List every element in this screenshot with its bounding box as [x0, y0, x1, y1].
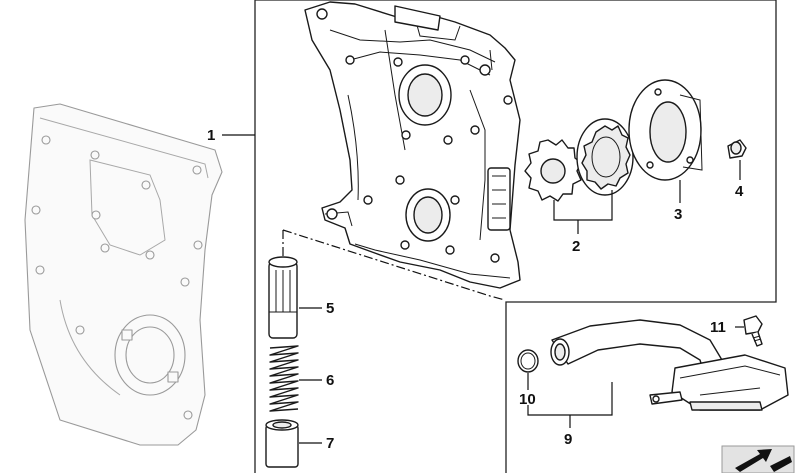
callout-7: 7 — [326, 435, 334, 452]
callout-9: 9 — [564, 431, 572, 448]
callout-11: 11 — [710, 319, 726, 336]
piston-part — [268, 256, 298, 339]
callout-4: 4 — [735, 183, 744, 200]
navigation-arrow-icon[interactable] — [721, 445, 795, 473]
compression-spring-part — [269, 345, 299, 412]
bolt-part — [743, 315, 763, 347]
timing-case-cover-ghost — [24, 103, 223, 446]
callout-3: 3 — [674, 206, 682, 223]
callout-2: 2 — [572, 238, 580, 255]
callout-6: 6 — [326, 372, 334, 389]
sleeve-part — [265, 419, 299, 468]
leader-lines — [222, 134, 744, 444]
screw-part — [727, 139, 747, 159]
callout-5: 5 — [326, 300, 334, 317]
alignment-line — [282, 229, 506, 301]
oil-pump-cover — [628, 79, 703, 181]
oil-pump-rotor-set — [524, 118, 634, 202]
callout-10: 10 — [519, 391, 536, 408]
assembly-frame — [254, 0, 777, 473]
oil-pump-housing — [304, 1, 521, 289]
callout-1: 1 — [207, 127, 215, 144]
callout-labels: 1 2 3 4 5 6 7 9 10 11 — [207, 127, 744, 452]
oil-intake-pipe-part — [550, 319, 789, 411]
o-ring-part — [517, 349, 539, 373]
